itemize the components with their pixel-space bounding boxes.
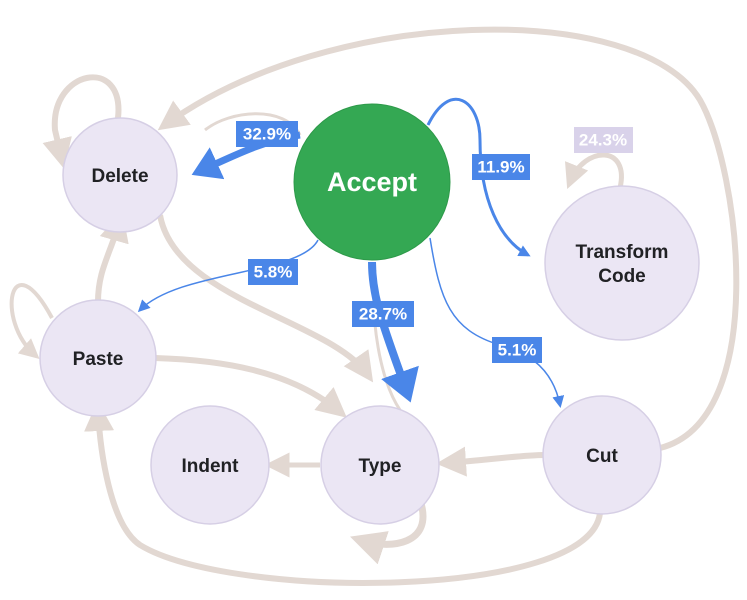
edge-label-accept-to-paste: 5.8% <box>248 259 298 285</box>
edge-label-transform-self-text: 24.3% <box>579 130 627 149</box>
node-type[interactable]: Type <box>320 405 440 525</box>
node-transform-code-label-line1: Transform <box>576 242 669 263</box>
node-accept-label: Accept <box>327 167 417 197</box>
edge-delete-self-loop <box>42 74 122 169</box>
node-delete-label: Delete <box>91 166 148 187</box>
edge-delete-to-type <box>157 214 374 383</box>
edge-label-accept-to-delete-text: 32.9% <box>243 124 291 143</box>
edge-paste-self-loop <box>9 283 54 359</box>
node-type-label: Type <box>359 456 402 477</box>
node-indent-label: Indent <box>182 456 240 477</box>
node-paste[interactable]: Paste <box>39 299 157 417</box>
node-cut[interactable]: Cut <box>542 395 662 515</box>
node-indent[interactable]: Indent <box>150 405 270 525</box>
edge-cut-to-type <box>436 446 546 477</box>
node-transform-code[interactable]: Transform Code <box>544 185 700 341</box>
edge-paste-to-type <box>154 355 347 418</box>
node-accept[interactable]: Accept <box>293 103 451 261</box>
node-cut-label: Cut <box>586 446 618 467</box>
edge-label-accept-to-paste-text: 5.8% <box>254 262 293 281</box>
edge-accept-to-cut <box>429 237 565 408</box>
edge-label-accept-to-transform-text: 11.9% <box>477 157 524 176</box>
edge-label-accept-to-type: 28.7% <box>352 301 414 327</box>
node-paste-label: Paste <box>73 349 124 370</box>
edge-type-self-loop <box>350 498 427 565</box>
edge-label-accept-to-type-text: 28.7% <box>359 304 407 323</box>
node-transform-code-label-line2: Code <box>598 266 646 287</box>
edge-cut-to-delete <box>157 26 740 451</box>
node-delete[interactable]: Delete <box>62 117 178 233</box>
edge-label-accept-to-cut: 5.1% <box>492 337 542 363</box>
edge-label-accept-to-transform: 11.9% <box>472 154 530 180</box>
edge-cut-to-paste <box>84 401 603 586</box>
edge-label-transform-self: 24.3% <box>574 127 633 153</box>
edge-labels: 32.9% 11.9% 24.3% 5.8% 28.7% 5.1% <box>236 121 633 363</box>
nodes: Delete Paste Indent Type Cut Transform C… <box>39 103 700 525</box>
edge-transform-self-loop <box>565 152 624 189</box>
edge-label-accept-to-cut-text: 5.1% <box>498 340 537 359</box>
edge-label-accept-to-delete: 32.9% <box>236 121 298 147</box>
edge-accept-to-type <box>368 261 419 403</box>
grey-edges <box>9 26 740 586</box>
edge-accept-to-transform <box>426 97 531 257</box>
edge-accept-to-paste <box>137 239 319 313</box>
